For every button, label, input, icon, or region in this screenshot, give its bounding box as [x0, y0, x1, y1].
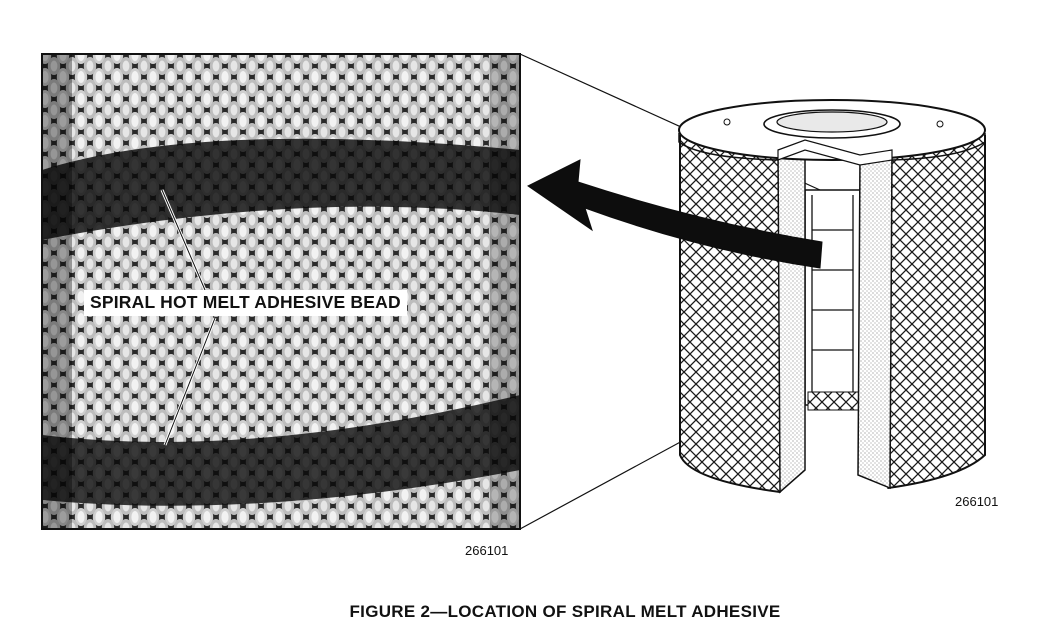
part-number-detail: 266101	[465, 543, 509, 558]
curved-arrow-icon	[527, 159, 823, 269]
figure-caption: FIGURE 2—LOCATION OF SPIRAL MELT ADHESIV…	[349, 602, 781, 621]
mesh-closeup-icon	[41, 53, 521, 530]
part-number-filter: 266101	[955, 494, 999, 509]
callout-label: SPIRAL HOT MELT ADHESIVE BEAD	[84, 290, 407, 316]
cylindrical-filter-icon	[678, 99, 986, 494]
